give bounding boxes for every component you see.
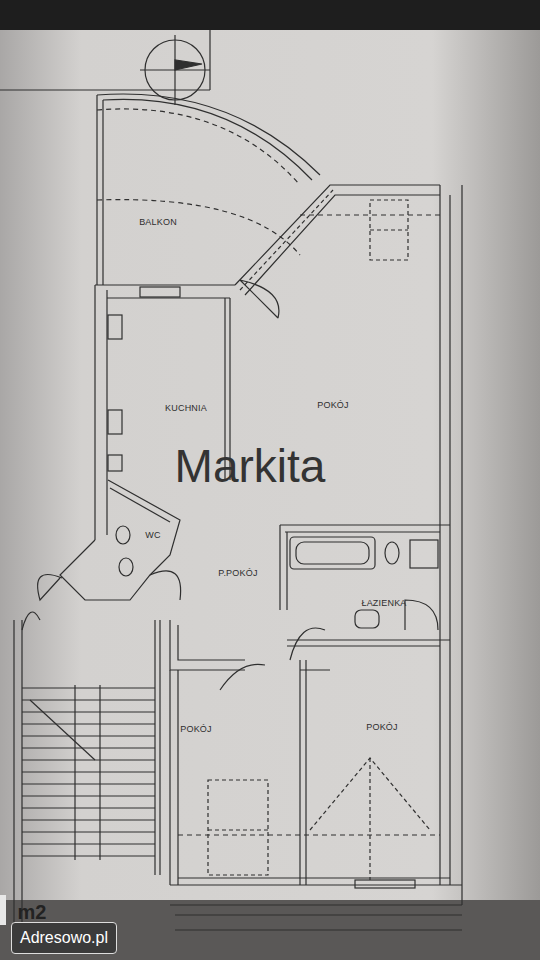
stair-tread	[22, 820, 155, 821]
area-unit: m2	[18, 901, 47, 924]
bathroom-room: ŁAZIENKA	[358, 596, 409, 610]
stair-tread	[22, 760, 155, 761]
wc-room: WC	[142, 528, 163, 542]
balcony-room: BALKON	[136, 215, 180, 229]
hall-room: P.POKÓJ	[215, 566, 260, 580]
room-name: POKÓJ	[366, 722, 398, 732]
stair-tread	[22, 856, 155, 857]
kitchen-room: KUCHNIA	[162, 401, 210, 415]
dark-edge	[0, 0, 540, 30]
site-badge: Adresowo.pl	[11, 922, 117, 954]
room-name: WC	[145, 530, 160, 540]
walls	[0, 30, 462, 940]
living-room: POKÓJ	[314, 398, 352, 412]
stair-tread	[22, 712, 155, 713]
stair-tread	[22, 808, 155, 809]
stair-tread	[22, 796, 155, 797]
stair-tread	[22, 832, 155, 833]
watermark: Markita	[175, 439, 326, 493]
stair-tread	[22, 844, 155, 845]
stair-tread	[22, 736, 155, 737]
stair-tread	[22, 700, 155, 701]
stair-tread	[22, 748, 155, 749]
dark-edge	[0, 900, 540, 960]
room-name: BALKON	[139, 217, 177, 227]
room-name: KUCHNIA	[165, 403, 207, 413]
bedroom-room: POKÓJ	[363, 720, 401, 734]
stair-tread	[22, 724, 155, 725]
paper-edge	[0, 895, 6, 925]
room-name: POKÓJ	[180, 724, 212, 734]
room-name: POKÓJ	[317, 400, 349, 410]
stair-tread	[22, 688, 155, 689]
stair-tread	[22, 772, 155, 773]
bedroom-room: POKÓJ	[177, 722, 215, 736]
room-name: P.POKÓJ	[218, 568, 257, 578]
room-name: ŁAZIENKA	[361, 598, 406, 608]
stair-tread	[22, 784, 155, 785]
stair-treads	[22, 688, 155, 856]
